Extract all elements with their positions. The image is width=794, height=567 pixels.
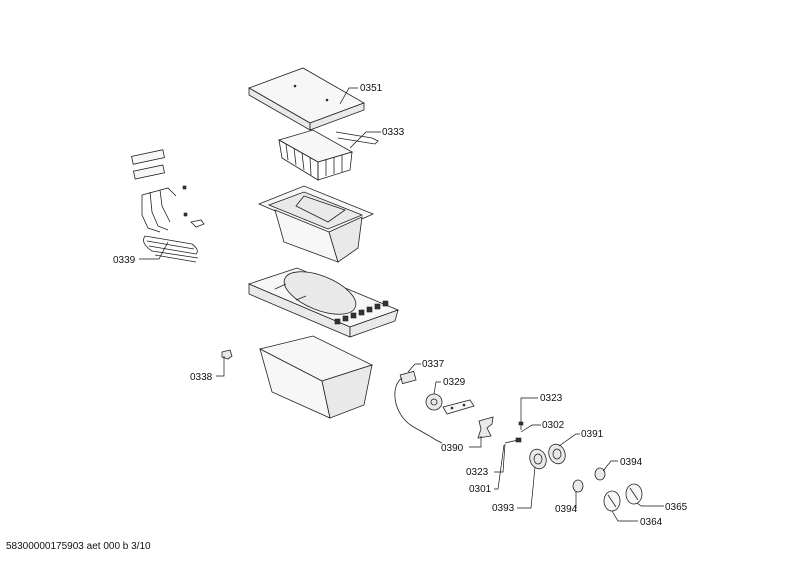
callout-0394-lower: 0394 <box>555 504 578 515</box>
callout-0393: 0393 <box>492 503 515 514</box>
callout-labels: 0351 0333 0339 0338 0337 0329 0323 0302 … <box>113 83 688 528</box>
part-small-rings <box>572 467 606 493</box>
callout-0365: 0365 <box>665 502 688 513</box>
part-dial-ring <box>529 448 547 470</box>
part-sensor-cable <box>394 370 443 444</box>
callout-0333: 0333 <box>382 127 405 138</box>
callout-0337: 0337 <box>422 359 445 370</box>
callout-0302: 0302 <box>542 420 565 431</box>
callout-0364: 0364 <box>640 517 663 528</box>
callout-0390: 0390 <box>441 443 464 454</box>
callout-0338: 0338 <box>190 372 213 383</box>
part-dial <box>548 443 566 465</box>
callout-0394-upper: 0394 <box>620 457 643 468</box>
part-lid <box>248 67 365 131</box>
part-heating-element <box>131 149 205 263</box>
part-bracket <box>442 399 475 415</box>
part-basket <box>277 129 379 181</box>
part-knobs <box>603 483 643 512</box>
part-screws <box>504 421 524 444</box>
part-holder <box>477 416 494 439</box>
callout-0323-upper: 0323 <box>540 393 563 404</box>
part-cover-frame <box>247 267 400 338</box>
part-fryer-pan <box>257 185 375 263</box>
part-clip <box>221 349 233 360</box>
leader-lines <box>139 87 664 522</box>
part-housing <box>258 335 374 419</box>
callout-0329: 0329 <box>443 377 466 388</box>
document-footer-code: 58300000175903 aet 000 b 3/10 <box>6 541 151 552</box>
callout-0339: 0339 <box>113 255 136 266</box>
control-knob-row <box>334 300 389 325</box>
callout-0391: 0391 <box>581 429 604 440</box>
callout-0351: 0351 <box>360 83 383 94</box>
part-thermostat <box>425 393 443 411</box>
callout-0301: 0301 <box>469 484 492 495</box>
callout-0323-lower: 0323 <box>466 467 489 478</box>
